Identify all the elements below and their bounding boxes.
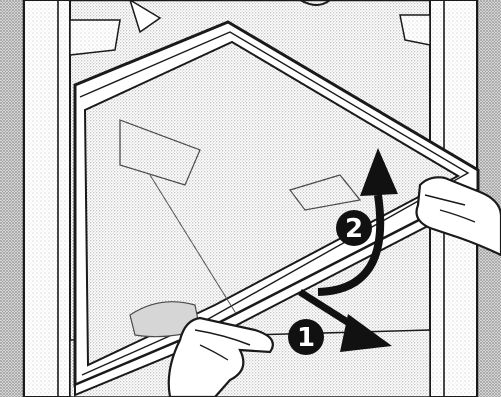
step-2-number: 2 xyxy=(345,214,363,244)
step-2-badge: 2 xyxy=(336,210,372,246)
step-1-badge: 1 xyxy=(288,319,324,355)
step-1-number: 1 xyxy=(297,323,315,353)
